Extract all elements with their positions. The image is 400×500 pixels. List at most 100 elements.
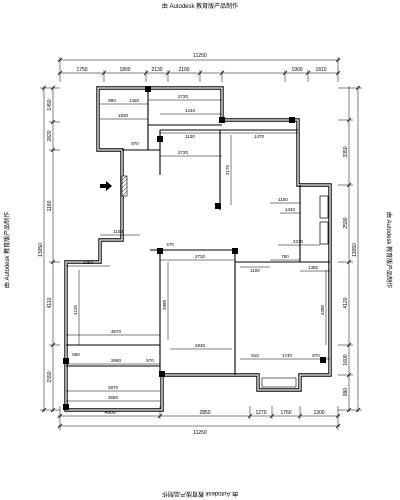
top-dimension-ticks	[57, 57, 341, 76]
dimension-label: 3980	[162, 299, 167, 310]
dimension-label: 3650	[108, 395, 119, 400]
dimension-label: 870	[312, 353, 320, 358]
bottom-dimension-label: 2850	[199, 410, 210, 416]
column	[63, 404, 69, 410]
window	[319, 221, 329, 245]
left-dimension-lines	[40, 86, 60, 412]
right-dimension-label: 4120	[343, 297, 349, 308]
bottom-dimension-label: 1760	[280, 410, 291, 416]
dimension-label: 3970	[108, 385, 119, 390]
right-total-dimension: 13050	[352, 243, 358, 257]
dimension-label: 2690	[111, 358, 122, 363]
top-dimension-label: 1810	[315, 67, 326, 73]
column	[320, 357, 326, 363]
top-dimension-label: 2130	[151, 67, 162, 73]
top-dimension-label: 1750	[76, 67, 87, 73]
columns	[63, 86, 326, 410]
interior-walls	[66, 88, 330, 375]
top-dimension-label: 1900	[291, 67, 302, 73]
top-dimension-label: 1800	[119, 67, 130, 73]
dimension-label: 2720	[178, 150, 189, 155]
left-dimension-ticks	[41, 85, 56, 413]
column	[232, 248, 238, 254]
top-dimension-lines	[58, 57, 340, 82]
dimension-label: 1830	[118, 113, 129, 118]
dimension-label: 2270	[293, 239, 304, 244]
openings	[100, 175, 329, 388]
dimension-label: 970	[131, 141, 139, 146]
right-dimension-label: 1600	[343, 354, 349, 365]
right-dimension-label: 990	[343, 388, 349, 397]
bottom-dimension-lines	[58, 406, 340, 430]
dimension-label: 1250	[83, 260, 94, 265]
dimension-label: 570	[146, 358, 154, 363]
entrance-arrow-icon	[100, 181, 112, 191]
dimension-label: 4380	[320, 304, 325, 315]
top-dimension-label: 2100	[178, 67, 189, 73]
left-dimension-label: 1450	[47, 99, 53, 110]
right-dimension-label: 3350	[343, 146, 349, 157]
dimension-label: 470	[166, 242, 174, 247]
left-dimension-label: 1180	[47, 200, 53, 211]
balcony-rail	[261, 377, 297, 388]
dimension-label: 2720	[178, 94, 189, 99]
dimension-label: 880	[108, 98, 116, 103]
left-dimension-label: 2820	[47, 130, 53, 141]
walls	[64, 86, 332, 412]
left-dimension-label: 1550	[47, 371, 53, 382]
exterior-wall	[64, 86, 332, 412]
dimension-label: 2170	[225, 164, 230, 175]
right-dimension-lines	[338, 86, 362, 412]
dimension-label: 1340	[285, 207, 296, 212]
right-dimension-label: 2590	[343, 217, 349, 228]
bottom-dimension-ticks	[57, 413, 341, 429]
right-dimension-chain: 13050 3350 2590 4120 1600 990	[338, 85, 362, 413]
bottom-total-dimension: 11250	[193, 430, 207, 436]
dimension-label: 1450	[129, 98, 140, 103]
dimension-label: 1100	[113, 229, 123, 234]
column	[157, 248, 163, 254]
top-total-dimension: 11250	[193, 53, 207, 59]
column	[289, 117, 295, 123]
column	[219, 117, 225, 123]
exterior-wall-core	[65, 87, 331, 411]
column	[63, 358, 69, 364]
interior-dimension-lines	[66, 99, 330, 402]
column	[145, 86, 151, 92]
watermark-left: 由 Autodesk 教育版产品制作	[3, 212, 11, 288]
dimension-label: 3670	[111, 329, 122, 334]
entrance-door	[121, 175, 128, 197]
column	[159, 371, 165, 377]
dimension-label: 4110	[73, 305, 78, 315]
dimension-label: 1470	[254, 134, 265, 139]
window	[319, 195, 329, 219]
watermark-top: 由 Autodesk 教育版产品制作	[162, 2, 238, 10]
dimension-label: 2930	[195, 343, 206, 348]
bottom-dimension-label: 1300	[313, 410, 324, 416]
dimension-label: 2720	[195, 254, 206, 259]
dimension-label: 1240	[185, 108, 196, 113]
right-dimension-ticks	[346, 85, 361, 413]
watermark-bottom: 由 Autodesk 教育版产品制作	[162, 490, 238, 498]
dimension-label: 1380	[308, 265, 319, 270]
top-dimension-chain: 11250 1750 1800 2130 2100 1900 1810	[57, 53, 341, 82]
interior-dimension-labels: 880 1450 2720 1830 1240 1130 1470 2720 9…	[72, 94, 325, 400]
watermark-right: 由 Autodesk 教育版产品制作	[385, 212, 393, 288]
bottom-dimension-chain: 11250 4900 2850 1270 1760 1300	[57, 406, 341, 436]
left-dimension-label: 4110	[47, 297, 53, 308]
dimension-label: 1150	[278, 197, 288, 202]
dimension-label: 1100	[250, 268, 260, 273]
dimension-label: 650	[72, 352, 80, 357]
dimension-label: 1740	[282, 353, 293, 358]
left-total-dimension: 13050	[38, 243, 44, 257]
dimension-label: 1130	[185, 134, 195, 139]
dimension-label: 780	[281, 254, 289, 259]
dimension-label: 910	[251, 353, 259, 358]
left-dimension-chain: 13050 1450 2820 1180 4110 1550	[38, 85, 60, 413]
column	[157, 136, 163, 142]
entrance-door-hatch	[121, 175, 128, 197]
bottom-dimension-label: 4900	[104, 410, 115, 416]
column	[215, 203, 221, 209]
bottom-dimension-label: 1270	[255, 410, 266, 416]
